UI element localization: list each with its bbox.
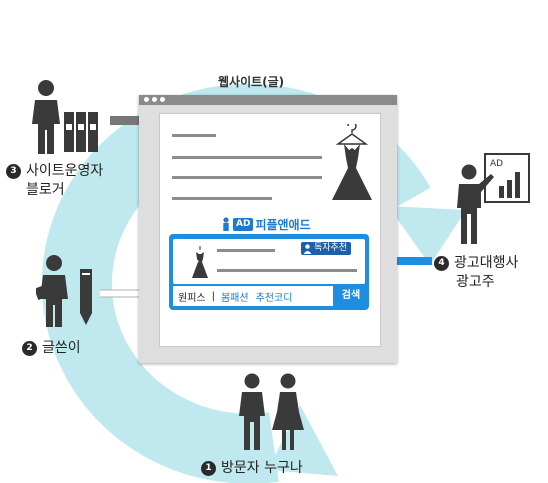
writer-label: 2 글쓴이 bbox=[22, 340, 81, 357]
step-number-badge: 2 bbox=[22, 340, 37, 356]
person-icon bbox=[303, 243, 312, 254]
cycle-arrowhead-right bbox=[388, 206, 466, 265]
operator-label: 3 사이트운영자 bbox=[6, 163, 103, 180]
text-line bbox=[172, 156, 322, 159]
blogger-label: 블로거 bbox=[26, 182, 65, 198]
operator-connector bbox=[110, 116, 142, 125]
writer-with-pencil-icon bbox=[36, 255, 92, 327]
cycle-arrowhead-bottom bbox=[268, 405, 338, 476]
search-button[interactable]: 검색 bbox=[341, 290, 361, 301]
person-icon bbox=[223, 217, 229, 231]
ad-text-line bbox=[217, 269, 357, 272]
keyword-link[interactable]: 원피스 bbox=[178, 292, 206, 304]
brand-name: 피플앤애드 bbox=[255, 217, 311, 232]
dress-icon bbox=[192, 246, 208, 278]
advertiser-label: 광고주 bbox=[456, 274, 495, 290]
ad-brand-logo: AD 피플앤애드 bbox=[221, 215, 311, 233]
presenter-with-chart-icon: AD bbox=[457, 153, 530, 244]
text-line bbox=[172, 176, 322, 179]
operator-with-binders-icon bbox=[32, 80, 98, 154]
dress-icon bbox=[332, 124, 372, 200]
reader-recommend-badge: 독자추천 bbox=[301, 242, 352, 255]
window-dot-icon bbox=[160, 97, 165, 102]
keyword-link[interactable]: 봄패션 bbox=[220, 292, 249, 304]
window-dot-icon bbox=[144, 97, 149, 102]
visitor-title: 방문자 누구나 bbox=[221, 460, 303, 476]
brand-ad-tag: AD bbox=[233, 217, 254, 231]
step-number-badge: 1 bbox=[201, 460, 216, 476]
visitor-label: 1 방문자 누구나 bbox=[201, 460, 303, 477]
keyword-bar: 원피스 | 봄패션 추천코디 bbox=[173, 286, 333, 306]
text-line bbox=[172, 134, 216, 137]
ad-content[interactable]: 독자추천 bbox=[173, 239, 365, 284]
step-number-badge: 4 bbox=[434, 255, 449, 271]
window-dot-icon bbox=[152, 97, 157, 102]
visitors-icon bbox=[239, 373, 304, 450]
ad-widget[interactable]: 독자추천 원피스 | 봄패션 추천코디 검색 bbox=[169, 234, 369, 310]
keyword-separator: | bbox=[211, 290, 215, 302]
chart-sign-text: AD bbox=[490, 159, 503, 169]
step-number-badge: 3 bbox=[6, 163, 21, 179]
writer-title: 글쓴이 bbox=[42, 340, 81, 356]
operator-title: 사이트운영자 bbox=[26, 163, 104, 179]
browser-titlebar bbox=[139, 95, 397, 105]
ad-text-line bbox=[217, 249, 275, 252]
keyword-link[interactable]: 추천코디 bbox=[255, 292, 293, 304]
agency-title: 광고대행사 bbox=[454, 255, 519, 271]
text-line bbox=[172, 197, 272, 200]
agency-label: 4 광고대행사 bbox=[434, 255, 518, 272]
badge-label: 독자추천 bbox=[314, 243, 348, 253]
advertiser-connector bbox=[372, 257, 432, 265]
website-title: 웹사이트(글) bbox=[218, 75, 285, 89]
